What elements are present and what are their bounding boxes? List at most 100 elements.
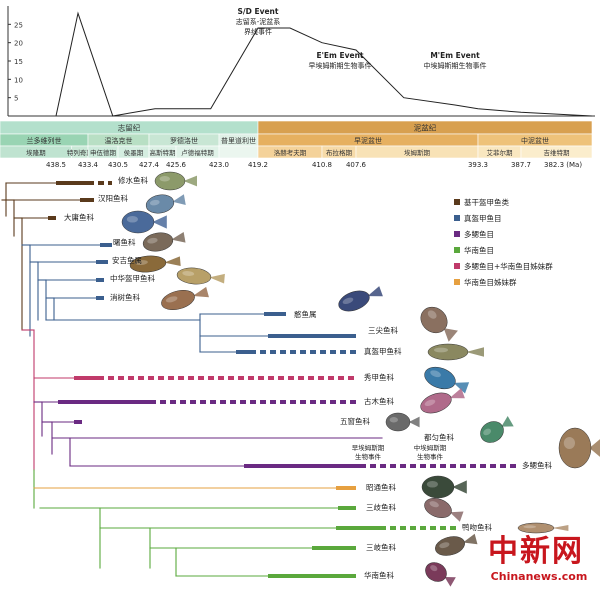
taxon-label: 大庸鱼科 bbox=[64, 212, 94, 222]
chart-y-tick-label: 10 bbox=[14, 76, 23, 84]
age-band-label: 埃隆期 bbox=[26, 148, 46, 157]
chart-y-tick-label: 20 bbox=[14, 40, 23, 48]
age-band-label: 侯墨期 bbox=[124, 148, 144, 157]
taxon-label: 五窗鱼科 bbox=[340, 416, 370, 426]
event-node-label: 生物事件 bbox=[355, 452, 382, 461]
time-boundary-label: 427.4 bbox=[139, 161, 160, 169]
age-band-label: 埃姆斯期 bbox=[404, 148, 431, 157]
time-boundary-label: 393.3 bbox=[468, 161, 488, 169]
time-boundary-label: 430.5 bbox=[108, 161, 128, 169]
taxon-label: 昭通鱼科 bbox=[366, 482, 396, 492]
fish-illustration bbox=[424, 498, 464, 522]
fish-illustration bbox=[121, 210, 167, 234]
fish-illustration bbox=[145, 194, 186, 214]
period-band-label: 志留纪 bbox=[118, 123, 141, 133]
fish-illustration bbox=[338, 286, 383, 312]
age-band-label: 布拉格期 bbox=[326, 148, 353, 157]
chart-annotation-line: E'Em Event bbox=[317, 51, 364, 60]
epoch-band-label: 罗德洛世 bbox=[170, 136, 198, 145]
age-band bbox=[218, 145, 259, 159]
legend-swatch bbox=[454, 247, 460, 253]
taxon-label: 多鳃鱼科 bbox=[522, 460, 552, 470]
fish-illustration bbox=[480, 416, 514, 443]
time-boundary-label: 387.7 bbox=[511, 161, 531, 169]
taxon-label: 汉阳鱼科 bbox=[98, 193, 128, 203]
fish-illustration bbox=[420, 306, 458, 342]
taxon-label: 都匀鱼科 bbox=[424, 432, 454, 442]
age-band-label: 艾菲尔期 bbox=[487, 148, 514, 157]
time-boundary-label: 407.6 bbox=[346, 161, 367, 169]
time-boundary-label: 419.2 bbox=[248, 161, 268, 169]
taxon-label: 修水鱼科 bbox=[118, 175, 148, 185]
chart-annotation-line: M'Em Event bbox=[430, 51, 480, 60]
time-boundary-label: 438.5 bbox=[46, 161, 66, 169]
taxon-label: 中华盔甲鱼科 bbox=[110, 273, 155, 283]
legend-label: 多鳃鱼目+华南鱼目姊妹群 bbox=[464, 261, 553, 271]
chart-y-ticks: 5 10 15 20 25 bbox=[8, 21, 23, 103]
fish-illustration bbox=[161, 286, 209, 310]
legend-label: 基干盔甲鱼类 bbox=[464, 197, 509, 207]
epoch-band-label: 中泥盆世 bbox=[521, 136, 549, 145]
fish-illustration bbox=[435, 533, 478, 556]
epoch-band-label: 温洛克世 bbox=[105, 136, 133, 145]
taxon-label: 憨鱼属 bbox=[294, 309, 317, 319]
taxon-label: 三尖鱼科 bbox=[368, 325, 398, 335]
fish-illustration bbox=[142, 231, 186, 252]
epoch-band-label: 早泥盆世 bbox=[354, 136, 382, 145]
chart-annotation-line: 界线事件 bbox=[244, 27, 272, 36]
age-band-label: 洛赫考夫期 bbox=[274, 148, 307, 157]
age-band bbox=[520, 145, 593, 159]
watermark-url: Chinanews.com bbox=[490, 570, 588, 583]
taxon-label: 曙鱼科 bbox=[113, 237, 136, 247]
taxon-label: 华南鱼科 bbox=[364, 570, 394, 580]
fish-illustration bbox=[129, 255, 181, 273]
epoch-band-label: 普里道利世 bbox=[221, 136, 256, 145]
taxon-label: 三岐鱼科 bbox=[366, 542, 396, 552]
legend-swatch bbox=[454, 263, 460, 269]
taxon-label: 古木鱼科 bbox=[364, 396, 394, 406]
age-band-label: 特列奇期 bbox=[67, 148, 94, 157]
fish-illustration bbox=[421, 475, 467, 499]
fish-illustration bbox=[425, 562, 456, 587]
chart-y-tick-label: 15 bbox=[14, 58, 23, 66]
fish-illustration bbox=[517, 522, 569, 534]
chart-annotation-line: S/D Event bbox=[237, 7, 278, 16]
legend-swatch bbox=[454, 199, 460, 205]
chart-annotation-line: 早埃姆斯期生物事件 bbox=[309, 61, 372, 70]
taxon-label: 真盔甲鱼科 bbox=[364, 346, 402, 356]
fish-illustration bbox=[420, 388, 465, 414]
fish-illustration bbox=[558, 427, 600, 469]
taxon-label: 鸭吻鱼科 bbox=[462, 522, 492, 532]
chart-y-tick-label: 25 bbox=[14, 21, 23, 29]
age-band-label: 申伍德期 bbox=[90, 148, 117, 157]
phylogenetic-tree bbox=[1, 181, 518, 578]
period-band-label: 泥盆纪 bbox=[414, 123, 437, 133]
chart-annotation-line: 志留系-泥盆系 bbox=[236, 17, 281, 26]
fish-illustration bbox=[154, 171, 197, 191]
event-node-label: 早埃姆斯期 bbox=[352, 443, 385, 452]
event-node-label: 中埃姆斯期 bbox=[414, 443, 447, 452]
legend-swatch bbox=[454, 279, 460, 285]
chart-y-tick-label: 5 bbox=[14, 95, 18, 103]
legend-label: 华南鱼目 bbox=[464, 245, 494, 255]
legend-label: 多鳃鱼目 bbox=[464, 229, 494, 239]
event-count-line bbox=[55, 11, 593, 117]
chart-annotation-line: 中埃姆斯期生物事件 bbox=[424, 61, 487, 70]
event-node-label: 生物事件 bbox=[417, 452, 444, 461]
epoch-band-label: 兰多维列世 bbox=[27, 136, 62, 145]
age-band-label: 吉维特期 bbox=[544, 148, 571, 157]
age-band-label: 卢德福特期 bbox=[181, 148, 214, 157]
fish-illustration bbox=[427, 343, 484, 361]
legend-label: 真盔甲鱼目 bbox=[464, 213, 502, 223]
taxon-label: 三歧鱼科 bbox=[366, 502, 396, 512]
time-boundary-label: 433.4 bbox=[78, 161, 99, 169]
fish-illustration bbox=[385, 412, 420, 432]
fish-illustration bbox=[424, 366, 470, 394]
legend-label: 华南鱼目姊妹群 bbox=[464, 277, 517, 287]
